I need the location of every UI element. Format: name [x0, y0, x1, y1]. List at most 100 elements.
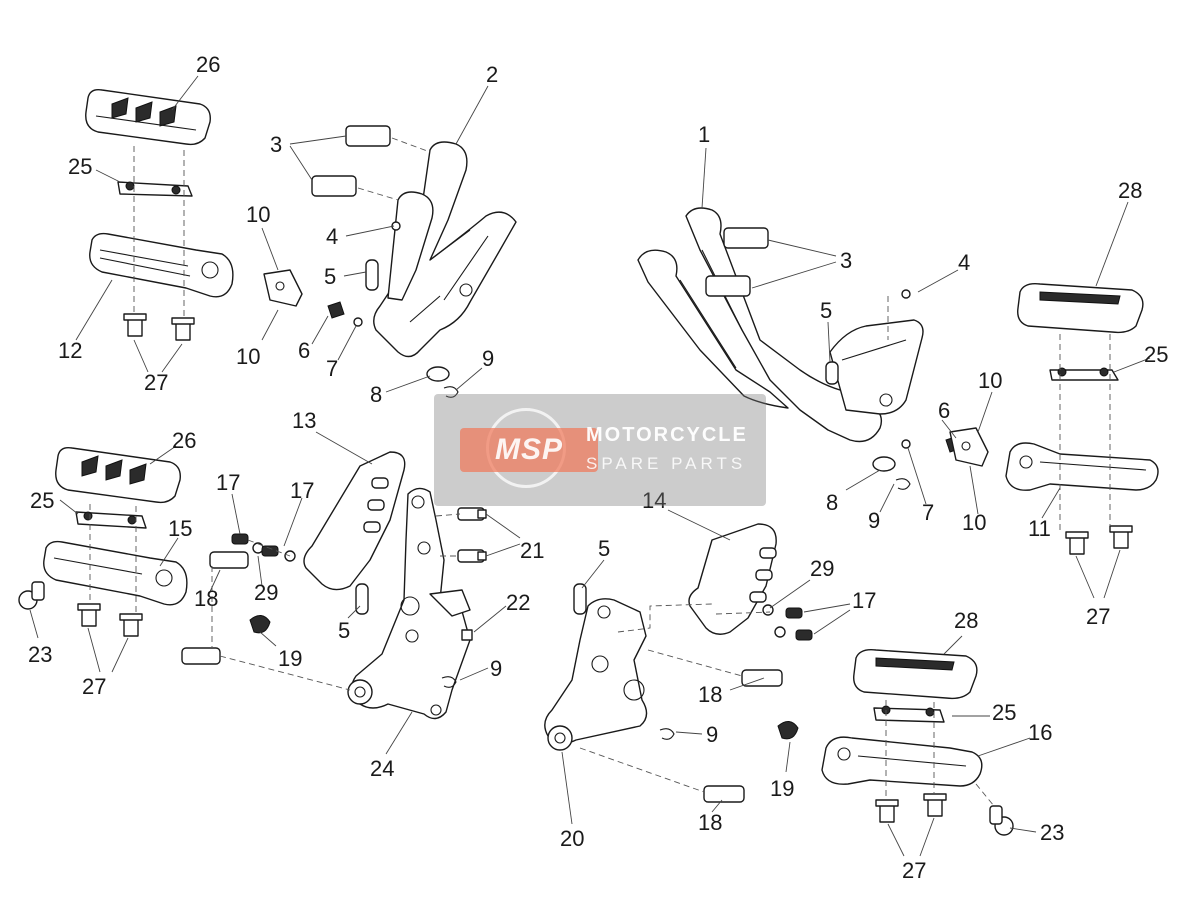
assembly-axis-hanger-20: [579, 603, 771, 793]
callout-23: 23: [28, 642, 52, 667]
assembly-axis-hanger-24: [211, 513, 461, 691]
callout-24: 24: [370, 756, 394, 781]
hanger-20: [544, 598, 648, 751]
small-parts-top-left: [327, 221, 459, 398]
footpeg-rubber-26-top-left: [85, 88, 211, 146]
callout-10: 10: [962, 510, 986, 535]
callout-5: 5: [820, 298, 832, 323]
footpeg-rubber-28-top-right: [1017, 282, 1144, 334]
callout-8: 8: [370, 382, 382, 407]
bolts-27-bottom-left: [77, 603, 143, 637]
footpeg-rubber-26-bottom-left: [55, 446, 181, 504]
bushings-3-top-right: [705, 227, 769, 297]
assembly-axis-bottom-left: [89, 504, 137, 614]
bolts-27-top-left: [123, 313, 195, 341]
callout-29: 29: [254, 580, 278, 605]
plate-10-top-left: [263, 269, 303, 307]
assembly-axis-top-right: [1059, 334, 1111, 530]
callout-9: 9: [490, 656, 502, 681]
callout-7: 7: [326, 356, 338, 381]
callout-10: 10: [978, 368, 1002, 393]
watermark-title: MOTORCYCLE: [586, 424, 748, 446]
callout-9: 9: [706, 722, 718, 747]
callout-26: 26: [172, 428, 196, 453]
bolt-23-bottom-right: [989, 805, 1014, 836]
callout-2: 2: [486, 62, 498, 87]
callout-22: 22: [506, 590, 530, 615]
callout-5: 5: [598, 536, 610, 561]
callout-10: 10: [236, 344, 260, 369]
bushings-3-top-left: [311, 125, 391, 197]
callout-28: 28: [954, 608, 978, 633]
watermark-subtitle: SPARE PARTS: [586, 454, 747, 473]
callout-17: 17: [216, 470, 240, 495]
heel-plate-13: [303, 451, 406, 591]
callout-25: 25: [68, 154, 92, 179]
callout-25: 25: [1144, 342, 1168, 367]
callout-4: 4: [326, 224, 338, 249]
callout-27: 27: [82, 674, 106, 699]
plate-10-top-right: [949, 427, 989, 467]
callout-5: 5: [324, 264, 336, 289]
callout-14: 14: [642, 488, 666, 513]
callout-18: 18: [698, 810, 722, 835]
small-parts-bottom-right: [573, 583, 813, 803]
logo-text: MSP: [494, 433, 563, 466]
callout-20: 20: [560, 826, 584, 851]
callout-17: 17: [290, 478, 314, 503]
bushing-axis-top-left: [357, 137, 431, 201]
callout-6: 6: [938, 398, 950, 423]
callout-5: 5: [338, 618, 350, 643]
assembly-axis-bottom-right: [885, 700, 995, 807]
footpeg-15-bottom-left: [43, 540, 188, 606]
callout-17: 17: [852, 588, 876, 613]
callout-3: 3: [840, 248, 852, 273]
hanger-24: [347, 487, 471, 720]
callout-1: 1: [698, 122, 710, 147]
callout-18: 18: [698, 682, 722, 707]
callout-28: 28: [1118, 178, 1142, 203]
bolts-27-bottom-right: [875, 793, 947, 823]
footpeg-rubber-28-bottom-right: [853, 648, 978, 700]
callout-27: 27: [902, 858, 926, 883]
bracket-1: [637, 207, 924, 443]
callout-25: 25: [992, 700, 1016, 725]
callout-29: 29: [810, 556, 834, 581]
callout-19: 19: [770, 776, 794, 801]
callout-27: 27: [1086, 604, 1110, 629]
bracket-2: [373, 141, 517, 358]
callout-19: 19: [278, 646, 302, 671]
callout-26: 26: [196, 52, 220, 77]
callout-15: 15: [168, 516, 192, 541]
callout-8: 8: [826, 490, 838, 515]
bolt-23-bottom-left: [18, 581, 45, 610]
assembly-axis-top-left: [133, 146, 185, 320]
footpeg-12-top-left: [89, 232, 234, 298]
callout-23: 23: [1040, 820, 1064, 845]
callout-3: 3: [270, 132, 282, 157]
small-parts-top-right: [825, 289, 963, 490]
plate-25-bottom-left: [75, 511, 147, 529]
footpeg-16-bottom-right: [821, 736, 983, 787]
footpeg-11-top-right: [1005, 442, 1159, 491]
logo-badge: [460, 428, 598, 472]
leader-lines: [29, 75, 1151, 857]
watermark-overlay: MSP MOTORCYCLE SPARE PARTS: [434, 394, 766, 506]
callout-27: 27: [144, 370, 168, 395]
bolts-27-top-right: [1065, 525, 1133, 555]
callout-labels: 26 2 3 25 10 4 5 12 10 6 7 27 8 9 1 3 4 …: [28, 52, 1168, 883]
heel-plate-14: [688, 523, 777, 635]
callout-9: 9: [868, 508, 880, 533]
callout-13: 13: [292, 408, 316, 433]
callout-11: 11: [1028, 516, 1051, 541]
callout-12: 12: [58, 338, 82, 363]
plate-25-bottom-right: [873, 705, 945, 723]
callout-21: 21: [520, 538, 544, 563]
plate-25-top-left: [117, 181, 193, 197]
callout-18: 18: [194, 586, 218, 611]
callout-16: 16: [1028, 720, 1052, 745]
callout-4: 4: [958, 250, 970, 275]
callout-6: 6: [298, 338, 310, 363]
